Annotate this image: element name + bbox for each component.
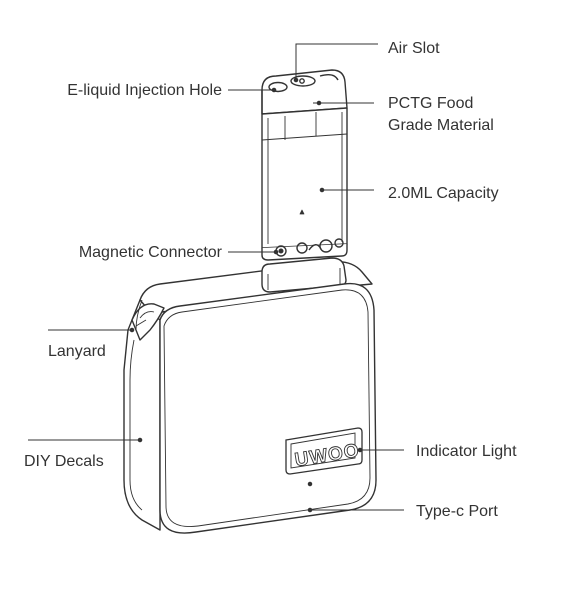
indicator-dot bbox=[307, 481, 313, 487]
label-injection-hole: E-liquid Injection Hole bbox=[67, 82, 222, 99]
label-magnetic-connector: Magnetic Connector bbox=[78, 244, 222, 261]
magnetic-connector-right bbox=[334, 238, 344, 248]
pod-body bbox=[261, 108, 348, 249]
pod-slot bbox=[261, 257, 347, 293]
label-type-c-port: Type-c Port bbox=[416, 503, 498, 520]
injection-hole-opening bbox=[268, 81, 288, 93]
label-pctg-line2: Grade Material bbox=[388, 117, 494, 134]
leader-lines bbox=[28, 43, 404, 513]
label-lanyard: Lanyard bbox=[48, 343, 106, 360]
label-air-slot: Air Slot bbox=[388, 40, 440, 57]
air-slot-opening bbox=[290, 75, 316, 87]
device-body bbox=[123, 257, 377, 534]
label-indicator-light: Indicator Light bbox=[416, 443, 517, 460]
pod-cartridge bbox=[261, 69, 348, 261]
indicator-plate: UWOO bbox=[285, 427, 363, 487]
leader-air-slot bbox=[295, 43, 378, 80]
label-capacity: 2.0ML Capacity bbox=[388, 185, 499, 202]
label-pctg-line1: PCTG Food bbox=[388, 95, 474, 112]
label-diy-decals: DIY Decals bbox=[24, 453, 104, 470]
device-front-face bbox=[159, 282, 377, 534]
